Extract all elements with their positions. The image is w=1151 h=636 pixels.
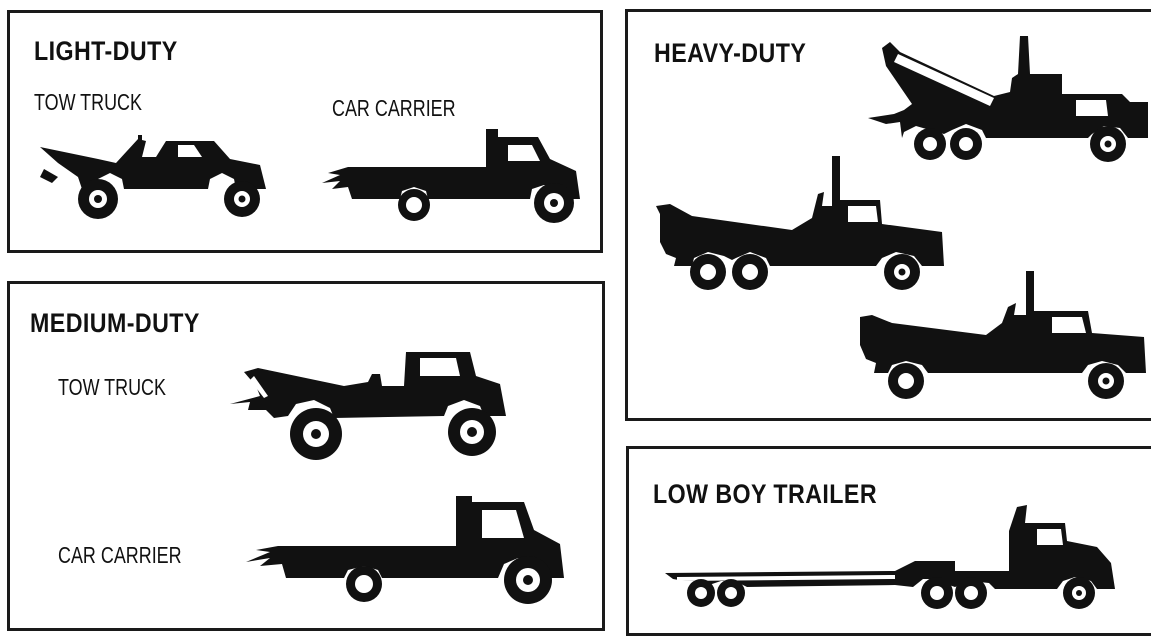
light-tow-truck-icon (38, 133, 278, 223)
light-tow-truck-label: TOW TRUCK (34, 89, 142, 115)
low-boy-trailer-icon (665, 501, 1145, 611)
medium-car-carrier-icon (242, 490, 572, 605)
light-car-carrier-label: CAR CARRIER (332, 95, 456, 121)
medium-tow-truck-icon (224, 346, 514, 466)
light-duty-panel: LIGHT-DUTY TOW TRUCK CAR CARRIER (7, 10, 603, 253)
low-boy-trailer-heading: LOW BOY TRAILER (653, 479, 878, 509)
heavy-duty-heading: HEAVY-DUTY (654, 38, 807, 68)
medium-tow-truck-label: TOW TRUCK (58, 374, 166, 400)
light-car-carrier-icon (318, 123, 588, 228)
medium-car-carrier-label: CAR CARRIER (58, 542, 182, 568)
heavy-wrecker-3-icon (856, 267, 1151, 407)
medium-duty-panel: MEDIUM-DUTY TOW TRUCK CAR CARRIER (7, 281, 605, 631)
low-boy-trailer-panel: LOW BOY TRAILER (626, 446, 1151, 636)
light-duty-heading: LIGHT-DUTY (34, 36, 178, 66)
heavy-duty-panel: HEAVY-DUTY (625, 9, 1151, 421)
medium-duty-heading: MEDIUM-DUTY (30, 308, 200, 338)
heavy-wrecker-2-icon (652, 154, 952, 294)
heavy-wrecker-1-icon (866, 34, 1151, 169)
